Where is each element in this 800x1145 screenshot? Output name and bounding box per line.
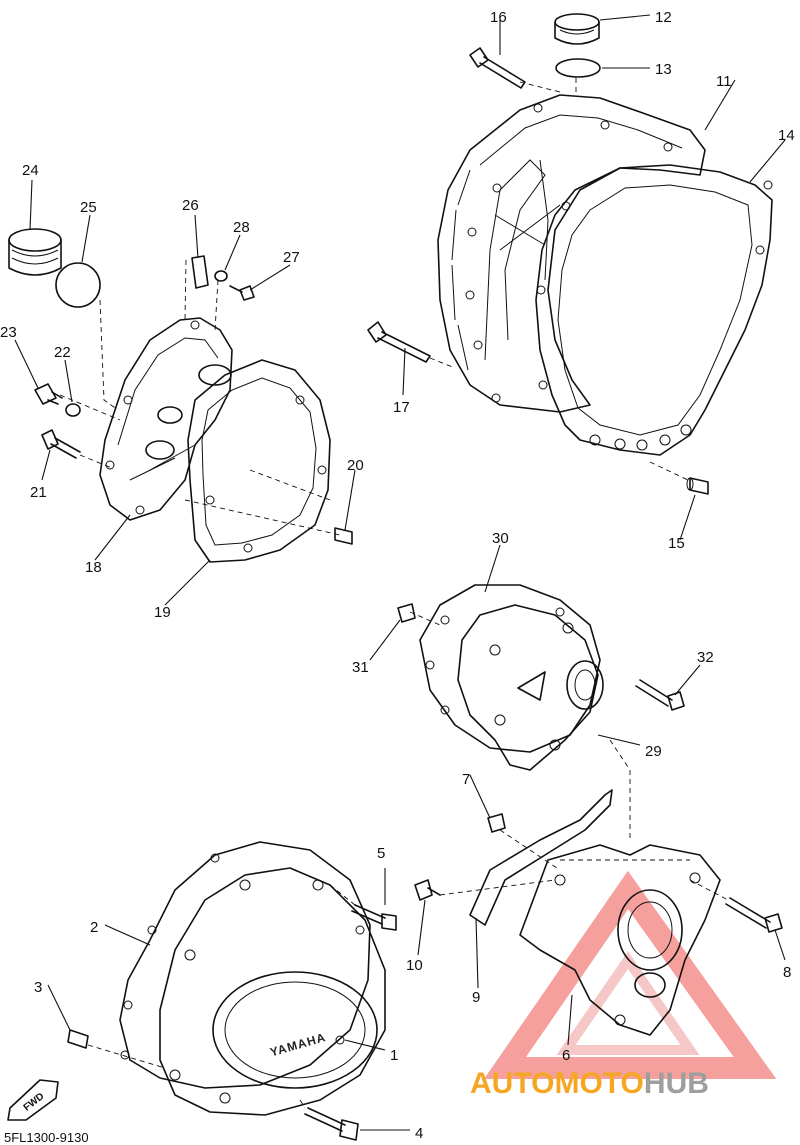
washer-22 (65, 403, 81, 417)
callout-14: 14 (778, 127, 795, 144)
screw-27 (229, 285, 255, 301)
callout-13: 13 (655, 61, 672, 78)
callout-17: 17 (393, 399, 410, 416)
fwd-direction-tag: FWD (7, 1079, 59, 1121)
svg-text:AUTOMOTOHUB: AUTOMOTOHUB (470, 1067, 709, 1100)
callout-19: 19 (154, 604, 171, 621)
callout-16: 16 (490, 9, 507, 26)
callout-2: 2 (90, 919, 98, 936)
generator-cover-gasket (119, 841, 371, 1089)
callout-25: 25 (80, 199, 97, 216)
callout-28: 28 (233, 219, 250, 236)
washer-28 (214, 270, 228, 282)
oil-filler-cap (554, 13, 600, 45)
callout-29: 29 (645, 743, 662, 760)
bolt-23 (34, 383, 63, 405)
callout-31: 31 (352, 659, 369, 676)
callout-1: 1 (390, 1047, 398, 1064)
callout-20: 20 (347, 457, 364, 474)
pump-cover (99, 317, 233, 521)
callout-24: 24 (22, 162, 39, 179)
bolt-17 (367, 321, 431, 363)
callout-23: 23 (0, 324, 17, 341)
callout-labels: 1 2 3 4 5 6 7 8 9 10 11 12 13 14 15 16 1… (0, 9, 795, 1142)
sprocket-cover (519, 844, 721, 1036)
callout-7: 7 (462, 771, 470, 788)
plug-24 (8, 228, 62, 276)
clutch-cover (437, 94, 706, 413)
generator-cover: YAMAHA (159, 867, 386, 1116)
callout-11: 11 (716, 73, 732, 90)
callout-10: 10 (406, 957, 423, 974)
dowel-pin-3 (67, 1029, 89, 1049)
cover-branding: YAMAHA (268, 1030, 327, 1059)
leader-lines (14, 14, 786, 1131)
bolt-4 (304, 1107, 359, 1141)
clutch-cover-gasket (535, 164, 773, 456)
callout-21: 21 (30, 484, 47, 501)
callout-9: 9 (472, 989, 480, 1006)
callout-15: 15 (668, 535, 685, 552)
bolt-21 (41, 429, 81, 459)
callout-32: 32 (697, 649, 714, 666)
callout-12: 12 (655, 9, 672, 26)
pump-cover-gasket (187, 359, 331, 563)
callout-6: 6 (562, 1047, 570, 1064)
bolt-5 (351, 904, 397, 931)
callout-22: 22 (54, 344, 71, 361)
dowel-pin-20 (334, 527, 353, 545)
bolt-32 (635, 679, 685, 711)
watermark-auto: AUTO (470, 1067, 554, 1100)
pickup-coil-gasket (419, 584, 601, 753)
callout-18: 18 (85, 559, 102, 576)
bolt-8 (725, 897, 783, 933)
filler-cap-o-ring (555, 58, 601, 78)
pickup-coil-cover (457, 604, 604, 771)
watermark-moto: MOTO (554, 1067, 643, 1100)
watermark-text: AUTOMOTOHUB (470, 1067, 709, 1100)
callout-5: 5 (377, 845, 385, 862)
callout-3: 3 (34, 979, 42, 996)
callout-30: 30 (492, 530, 509, 547)
guide-9 (469, 789, 613, 926)
watermark-logo (484, 870, 777, 1079)
bolt-16 (469, 47, 526, 89)
dowel-pin-7 (487, 813, 506, 833)
callout-8: 8 (783, 964, 791, 981)
dowel-pin-31 (397, 603, 416, 623)
clamp-26 (191, 255, 209, 289)
diagram-code: 5FL1300-9130 (4, 1130, 89, 1145)
callout-4: 4 (415, 1125, 423, 1142)
watermark-hub: HUB (644, 1067, 709, 1100)
plug-o-ring (55, 262, 101, 308)
callout-26: 26 (182, 197, 199, 214)
bolt-10 (414, 879, 441, 901)
dowel-pin-15 (686, 477, 709, 495)
callout-27: 27 (283, 249, 300, 266)
